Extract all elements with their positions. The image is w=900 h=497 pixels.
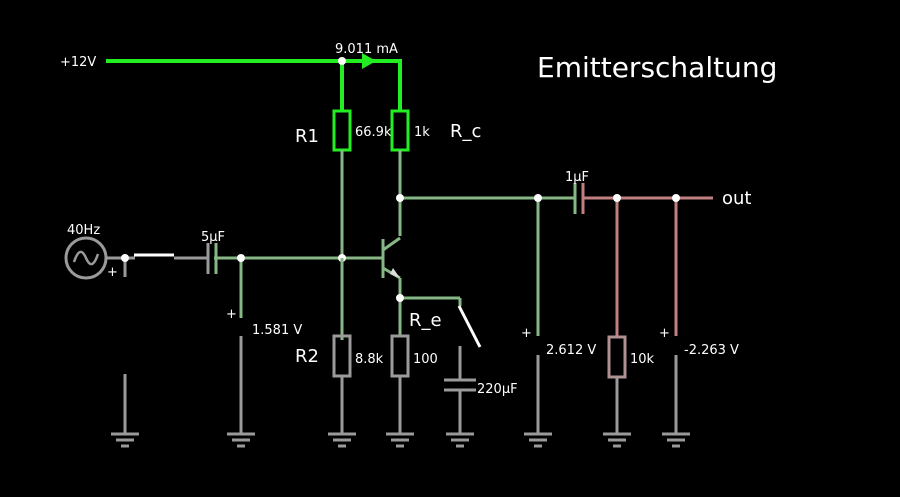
voltmeter-1-polarity: + <box>226 307 237 322</box>
c-e-value: 220µF <box>477 382 518 397</box>
node[interactable] <box>237 254 245 262</box>
circuit-title: Emitterschaltung <box>537 51 777 84</box>
ground-icon <box>524 432 552 448</box>
ground-icon <box>662 432 690 448</box>
current-meter-reading: 9.011 mA <box>335 42 398 57</box>
node[interactable] <box>672 194 680 202</box>
ground-icon <box>227 432 255 448</box>
output-label: out <box>722 188 751 209</box>
source-polarity: + <box>107 265 118 280</box>
npn-transistor[interactable] <box>381 236 402 298</box>
capacitor-c-e[interactable] <box>444 346 476 434</box>
node[interactable] <box>396 194 404 202</box>
re-value: 100 <box>413 352 438 367</box>
r2-name: R2 <box>295 346 319 367</box>
base-wire[interactable] <box>214 256 383 318</box>
resistor-load[interactable] <box>607 335 627 434</box>
switch-bypass[interactable] <box>457 305 482 348</box>
rc-value: 1k <box>414 125 430 140</box>
voltmeter-2-reading: 2.612 V <box>546 343 596 358</box>
output-wire[interactable] <box>583 196 713 337</box>
voltmeter-3-reading: -2.263 V <box>684 343 739 358</box>
re-name: R_e <box>409 310 442 331</box>
ac-source[interactable] <box>64 236 135 280</box>
resistor-r2[interactable] <box>332 258 352 434</box>
voltmeter-1-reading: 1.581 V <box>252 323 302 338</box>
node[interactable] <box>338 57 346 65</box>
ground-icon <box>111 432 139 448</box>
node[interactable] <box>121 254 129 262</box>
ground-icon <box>328 432 356 448</box>
capacitor-c-in[interactable] <box>206 243 218 274</box>
source-frequency: 40Hz <box>67 223 100 238</box>
rc-name: R_c <box>450 121 481 142</box>
capacitor-c-out[interactable] <box>573 183 585 214</box>
node[interactable] <box>613 194 621 202</box>
ground-icon <box>603 432 631 448</box>
c-in-value: 5µF <box>201 230 225 245</box>
c-out-value: 1µF <box>565 170 589 185</box>
switch-input[interactable] <box>134 253 208 260</box>
r2-value: 8.8k <box>355 352 384 367</box>
node[interactable] <box>534 194 542 202</box>
collector-wire[interactable] <box>400 196 575 336</box>
ground-icon <box>386 432 414 448</box>
supply-label: +12V <box>60 55 96 70</box>
r1-value: 66.9k <box>355 125 392 140</box>
supply-rail-wire[interactable] <box>106 59 402 111</box>
r-load-value: 10k <box>630 352 655 367</box>
emitter-arrow-icon <box>390 268 400 278</box>
emitter-wire[interactable] <box>398 296 462 336</box>
voltmeter-2-polarity: + <box>521 326 532 341</box>
sine-wave-icon <box>72 250 100 266</box>
resistor-rc[interactable] <box>390 109 410 236</box>
ground-icon <box>446 432 474 448</box>
node[interactable] <box>396 294 404 302</box>
current-arrow-icon <box>362 53 376 69</box>
voltmeter-3-polarity: + <box>659 326 670 341</box>
resistor-re[interactable] <box>390 334 410 434</box>
r1-name: R1 <box>295 126 319 147</box>
